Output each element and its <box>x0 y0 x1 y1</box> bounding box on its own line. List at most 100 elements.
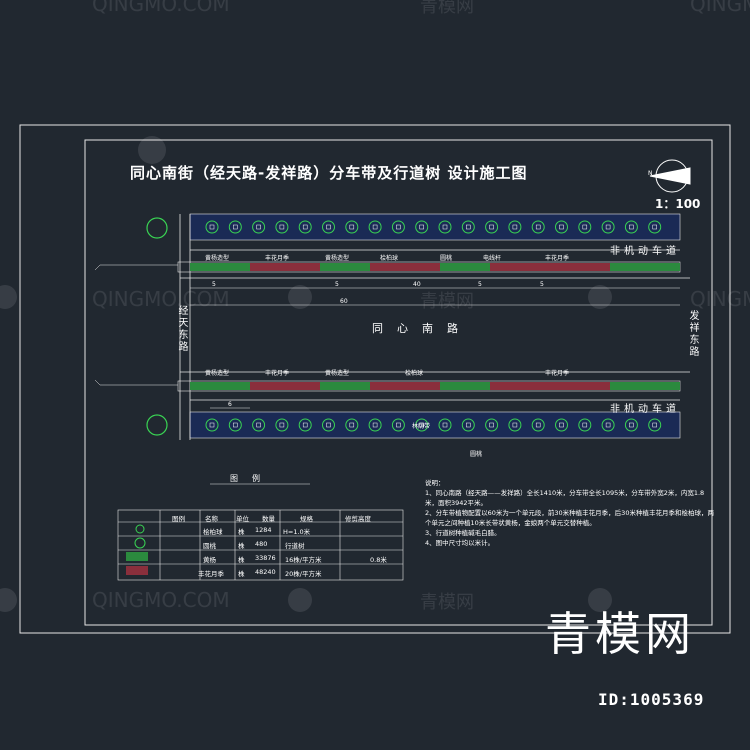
lane-top-label: 非机动车道 <box>610 246 680 257</box>
watermark-logo <box>0 136 612 612</box>
legend-header: 图例 <box>172 515 185 523</box>
tree-center-mark <box>489 422 494 428</box>
north-label: N <box>648 170 653 177</box>
tree-center-mark <box>396 422 401 428</box>
tree-center-mark <box>582 224 588 230</box>
top-strip-label: 电线杆 <box>483 255 502 262</box>
resource-id: ID:1005369 <box>598 690 705 709</box>
tree-center-mark <box>605 224 611 230</box>
tree-center-mark <box>652 224 657 230</box>
tree-center-mark <box>535 422 541 428</box>
notes-item: 1、同心南路（经天路——发祥路）全长1410米，分车带全长1095米，分车带外宽… <box>425 489 705 507</box>
legend-name: 圆桃 <box>203 542 216 550</box>
tree-center-mark <box>629 224 634 230</box>
tree-center-mark <box>302 224 308 230</box>
tree-row-bottom <box>205 418 662 432</box>
tree-center-mark <box>419 224 424 230</box>
legend-spec: H=1.0米 <box>283 528 311 536</box>
watermark-latin: QINGMO.COM <box>690 287 750 311</box>
drawing-scale: 1：100 <box>655 197 701 211</box>
tree-icon <box>275 220 289 234</box>
legend-height: 行道树 <box>285 542 305 550</box>
tree-center-mark <box>279 422 285 428</box>
tree-icon <box>438 220 452 234</box>
tree-icon <box>345 418 359 432</box>
tree-icon <box>555 220 568 234</box>
tree-center-mark <box>209 224 215 230</box>
legend-qty: 480 <box>255 540 268 548</box>
tree-icon <box>322 418 335 432</box>
tree-center-mark <box>256 224 261 230</box>
top-strip-label: 丰花月季 <box>545 255 570 262</box>
tree-center-mark <box>349 224 355 230</box>
north-arrow <box>649 159 691 193</box>
tree-center-mark <box>559 224 564 230</box>
notes-item: 4、图中尺寸均以米计。 <box>425 539 495 547</box>
bottom-tree-belt <box>189 411 681 439</box>
legend-swatches <box>126 524 148 575</box>
legend-unit: 株 <box>238 528 245 536</box>
bottom-strip-label: 丰花月季 <box>265 370 290 377</box>
legend-qty: 33876 <box>255 554 276 562</box>
legend-name: 丰花月季 <box>198 570 224 578</box>
legend-header: 数量 <box>262 515 275 523</box>
tree-icon <box>438 418 452 432</box>
top-strip-label: 圆桃 <box>440 255 453 262</box>
brand-watermark: 青模网 <box>545 607 695 661</box>
notes-item: 3、行道树种植碱毛白腊。 <box>425 529 501 537</box>
bottom-median-strip <box>177 380 681 392</box>
tree-icon <box>415 220 429 234</box>
tree-center-mark <box>279 224 285 230</box>
tree-icon <box>624 418 638 432</box>
tree-center-mark <box>605 422 611 428</box>
tree-icon <box>601 220 615 234</box>
legend-name: 黄杨 <box>203 556 216 564</box>
tree-center-mark <box>582 422 588 428</box>
tree-center-mark <box>372 224 378 230</box>
legend-name: 桧柏球 <box>203 528 223 536</box>
tree-center-mark <box>372 422 378 428</box>
legend-unit: 株 <box>238 556 245 564</box>
bottom-strip-label: 黄杨造型 <box>205 370 230 377</box>
watermark-chinese: 青模网 <box>420 0 474 17</box>
tree-center-mark <box>419 422 424 428</box>
tree-icon <box>298 418 312 432</box>
legend-table <box>117 483 404 581</box>
tree-center-mark <box>349 422 355 428</box>
tree-icon <box>391 418 405 432</box>
tree-center-mark <box>326 224 331 230</box>
tree-icon <box>391 220 405 234</box>
tree-center-mark <box>466 224 471 230</box>
tree-icon <box>345 220 359 234</box>
tree-icon <box>415 418 429 432</box>
dimension-text: 5 <box>540 281 544 288</box>
road-main-label: 同心南路 <box>372 322 472 335</box>
dimension-text: 5 <box>478 281 482 288</box>
tree-caption: 圆桃 <box>470 451 483 458</box>
legend-height: 0.8米 <box>370 556 387 564</box>
dimension-text: 5 <box>335 281 339 288</box>
watermark-chinese: 青模网 <box>420 592 474 613</box>
tree-center-mark <box>302 422 308 428</box>
dimension-text: 40 <box>413 281 421 288</box>
road-right-label: 发祥东路 <box>687 310 698 358</box>
tree-center-mark <box>535 224 541 230</box>
bottom-strip-label: 黄杨造型 <box>325 370 350 377</box>
top-strip-label: 丰花月季 <box>265 255 290 262</box>
road-left-label: 经天东路 <box>176 305 187 353</box>
tree-center-mark <box>559 422 564 428</box>
notes-block: 说明： 1、同心南路（经天路——发祥路）全长1410米，分车带全长1095米，分… <box>425 478 715 548</box>
tree-center-mark <box>256 422 261 428</box>
tree-icon <box>252 220 266 234</box>
top-strip-label: 黄杨造型 <box>325 255 350 262</box>
tree-icon <box>508 418 522 432</box>
tree-icon <box>648 220 662 234</box>
watermark-latin: QINGMO.COM <box>690 0 750 16</box>
tree-row-top <box>205 220 662 234</box>
legend-title: 图例 <box>230 474 274 483</box>
watermark-chinese: 青模网 <box>420 291 474 312</box>
tree-center-mark <box>326 422 331 428</box>
notes-heading: 说明： <box>425 479 445 487</box>
legend-header: 规格 <box>300 515 313 523</box>
legend-unit: 株 <box>238 570 245 578</box>
